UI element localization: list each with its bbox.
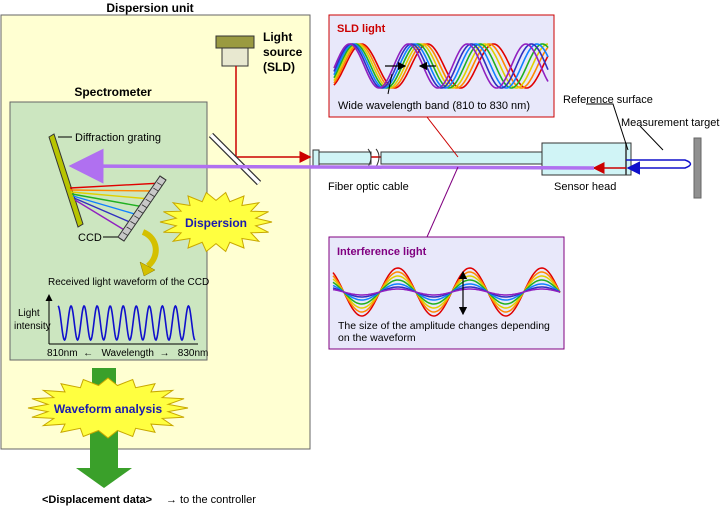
ccd-waveform-line xyxy=(57,304,196,342)
dispersion-ray xyxy=(71,193,145,208)
dispersion-unit-label: Dispersion unit xyxy=(106,1,193,15)
light-intensity-label-1: Light xyxy=(18,308,40,319)
ccd-hatch-mark xyxy=(118,237,125,242)
sld-light-title: SLD light xyxy=(337,23,386,35)
light-source-label-2: source xyxy=(263,45,303,59)
band-bracket-pointer xyxy=(387,73,393,95)
dispersion-label: Dispersion xyxy=(185,216,247,230)
ccd-hatch-mark xyxy=(156,182,163,186)
ccd-hatch-mark xyxy=(141,204,148,209)
interference-caption-1: The size of the amplitude changes depend… xyxy=(338,320,550,332)
sld-wave xyxy=(333,43,549,89)
ccd-hatch-mark xyxy=(122,232,129,236)
ccd-hatch-mark xyxy=(134,215,140,220)
dispersion-ray xyxy=(69,182,163,189)
ccd-label: CCD xyxy=(78,232,102,244)
dispersion-ray xyxy=(74,199,127,232)
rotation-arrow-icon xyxy=(141,229,159,269)
sensor-head xyxy=(541,142,632,176)
sld-wave xyxy=(333,43,549,89)
diffraction-grating-label: Diffraction grating xyxy=(75,132,161,144)
ccd-hatch-mark xyxy=(145,198,151,203)
ccd-sensor xyxy=(117,175,167,242)
waveform-analysis-label: Waveform analysis xyxy=(54,402,163,416)
light-intensity-label-2: intensity xyxy=(14,321,51,332)
measurement-target-label: Measurement target xyxy=(621,117,719,129)
ccd-hatch-mark xyxy=(130,221,136,225)
interference-caption-2: on the waveform xyxy=(338,332,416,344)
dispersion-rays xyxy=(69,182,163,232)
ccd-hatch-mark xyxy=(149,193,155,197)
light-source-icon xyxy=(215,35,255,67)
dispersion-ray xyxy=(72,195,139,216)
sld-wave xyxy=(333,43,549,89)
interference-wave xyxy=(332,288,561,296)
interference-waveforms xyxy=(332,267,561,317)
displacement-data-label: <Displacement data> xyxy=(42,494,152,506)
waveform-analysis-starburst xyxy=(27,377,189,439)
rotation-arrowhead-icon xyxy=(139,261,156,277)
light-source-label-3: (SLD) xyxy=(263,60,295,74)
sld-waveforms xyxy=(333,43,549,89)
ccd-hatch-mark xyxy=(153,187,159,192)
blue-return-beam xyxy=(626,159,692,169)
ccd-hatch-mark xyxy=(126,226,132,231)
fiber-optic-cable-label: Fiber optic cable xyxy=(328,181,409,193)
interference-beam xyxy=(68,148,595,184)
dispersion-starburst xyxy=(159,191,273,253)
sensor-head-label: Sensor head xyxy=(554,181,616,193)
sld-panel-connector xyxy=(426,116,459,158)
received-waveform-label: Received light waveform of the CCD xyxy=(48,277,209,288)
light-source-label-1: Light xyxy=(263,30,292,44)
dispersion-ray xyxy=(70,191,151,200)
sld-wave xyxy=(333,43,549,89)
half-mirror xyxy=(208,132,262,186)
spectrometer-label: Spectrometer xyxy=(74,85,152,99)
sld-wave xyxy=(333,43,549,89)
wavelength-axis-label: 810nm ← Wavelength → 830nm xyxy=(47,348,208,359)
measurement-target xyxy=(693,137,702,199)
reference-surface-label: Reference surface xyxy=(563,94,653,106)
ccd-hatch-mark xyxy=(160,176,167,181)
fiber-optic-cable xyxy=(312,148,543,168)
dispersion-ray xyxy=(73,197,133,224)
measurement-target-pointer xyxy=(639,125,664,151)
reference-surface-pointer xyxy=(586,103,629,151)
interference-panel-connector xyxy=(426,166,459,238)
diffraction-grating xyxy=(48,133,84,228)
interference-light-title: Interference light xyxy=(337,246,427,258)
dispersion-ray xyxy=(69,189,157,192)
sld-light-caption: Wide wavelength band (810 to 830 nm) xyxy=(338,100,530,112)
ccd-hatch-mark xyxy=(137,209,144,214)
sld-wave xyxy=(333,43,549,89)
to-controller-label: → to the controller xyxy=(166,494,256,506)
